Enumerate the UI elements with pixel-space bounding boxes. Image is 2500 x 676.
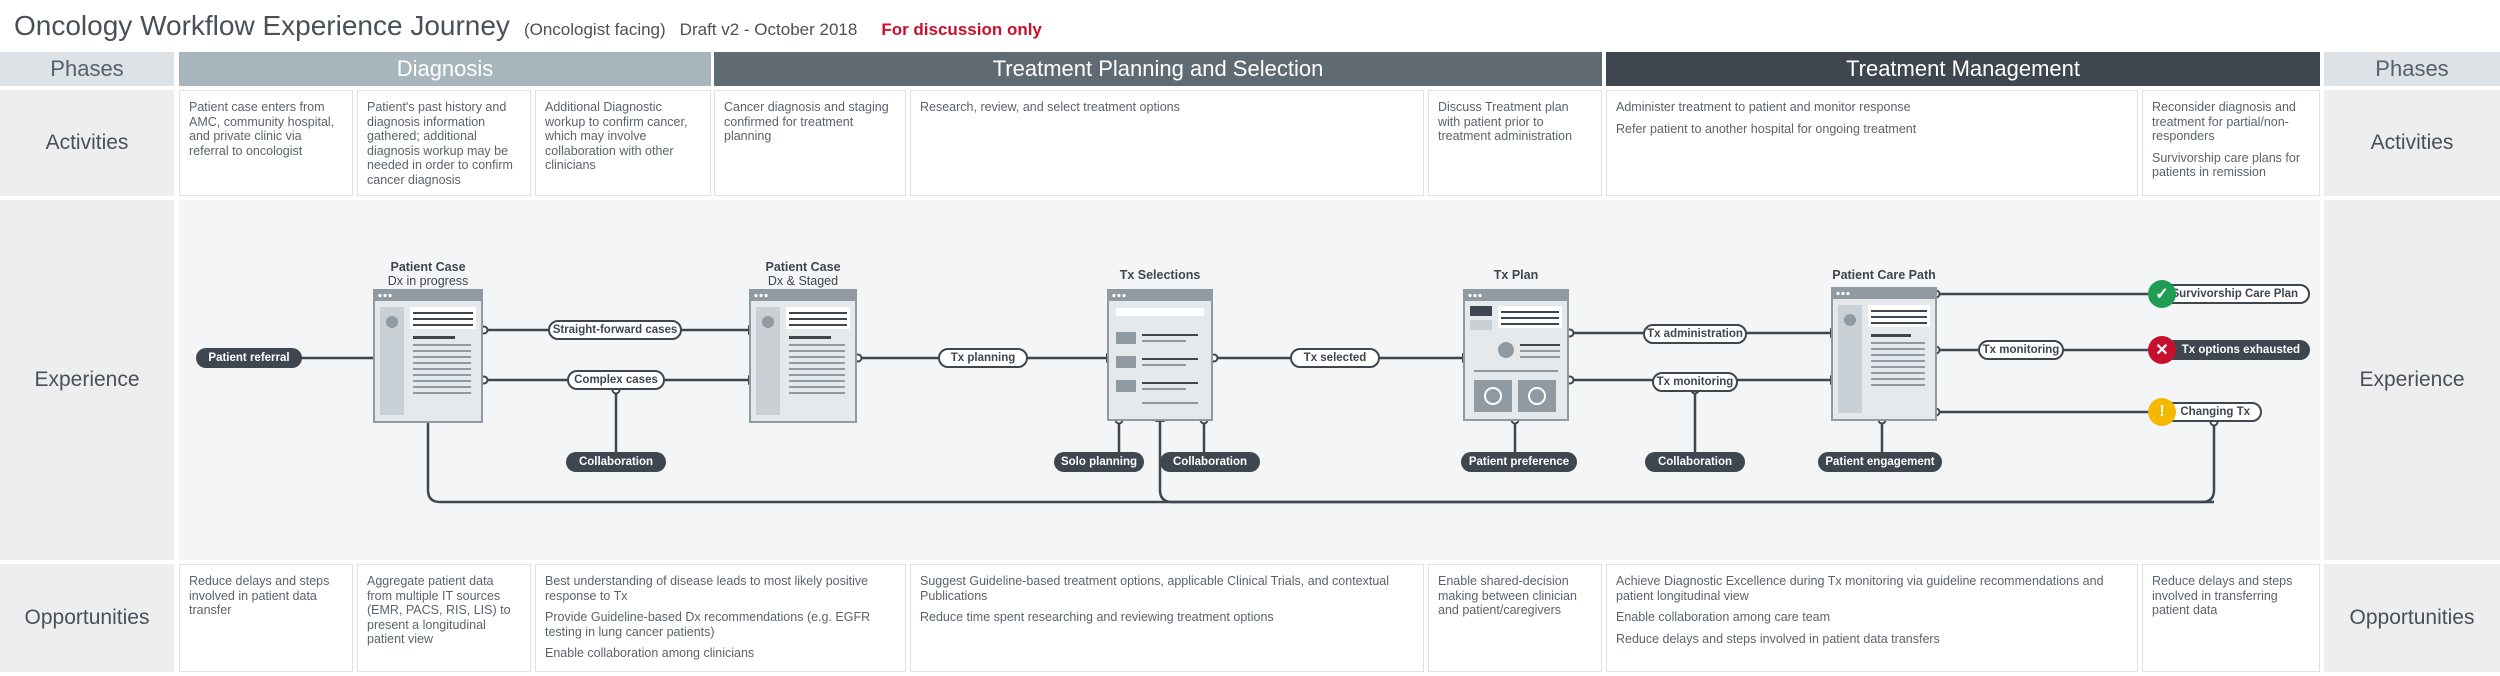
opportunity-text: Enable collaboration among clinicians bbox=[545, 646, 755, 660]
opportunity-cell-1: Reduce delays and steps involved in pati… bbox=[179, 564, 353, 672]
outcome-changing-tx: Changing Tx bbox=[2160, 402, 2262, 422]
activity-cell-7: Administer treatment to patient and moni… bbox=[1606, 90, 2138, 196]
node-title-text: Patient Case bbox=[390, 260, 466, 274]
activity-text: Patient's past history and diagnosis inf… bbox=[367, 100, 513, 187]
pill-tx-monitoring-2: Tx monitoring bbox=[1978, 340, 2064, 360]
activity-text: Research, review, and select treatment o… bbox=[920, 100, 1180, 114]
row-label-activities-right: Activities bbox=[2324, 90, 2500, 196]
row-label-experience-left: Experience bbox=[0, 200, 174, 560]
outcome-tx-options-exhausted: Tx options exhausted bbox=[2160, 340, 2310, 360]
node-title-tx-selections: Tx Selections bbox=[1100, 268, 1220, 282]
opportunity-text: Achieve Diagnostic Excellence during Tx … bbox=[1616, 574, 2104, 603]
opportunity-text: Reduce delays and steps involved in tran… bbox=[2152, 574, 2293, 617]
connector-loop-back-2 bbox=[1158, 422, 2214, 504]
node-title-text: Tx Selections bbox=[1119, 268, 1201, 282]
pill-collaboration-3: Collaboration bbox=[1645, 452, 1745, 472]
phase-treatment-planning: Treatment Planning and Selection bbox=[714, 52, 1602, 86]
pill-tx-selected: Tx selected bbox=[1290, 348, 1380, 368]
opportunity-cell-5: Enable shared-decision making between cl… bbox=[1428, 564, 1602, 672]
care-path-screen bbox=[1831, 287, 1937, 421]
tx-selections-screen bbox=[1107, 289, 1213, 421]
node-title-text: Tx Plan bbox=[1493, 268, 1539, 282]
page-title-row: Oncology Workflow Experience Journey (On… bbox=[14, 10, 1042, 48]
pill-patient-engagement: Patient engagement bbox=[1818, 452, 1942, 472]
activity-cell-5: Research, review, and select treatment o… bbox=[910, 90, 1424, 196]
node-title-care-path: Patient Care Path bbox=[1820, 268, 1948, 282]
page-title: Oncology Workflow Experience Journey bbox=[14, 10, 510, 41]
opportunity-text: Aggregate patient data from multiple IT … bbox=[367, 574, 511, 646]
opportunity-text: Best understanding of disease leads to m… bbox=[545, 574, 869, 603]
opportunity-text: Reduce delays and steps involved in pati… bbox=[1616, 631, 1940, 646]
opportunity-cell-6: Achieve Diagnostic Excellence during Tx … bbox=[1606, 564, 2138, 672]
opportunity-text: Provide Guideline-based Dx recommendatio… bbox=[545, 610, 871, 639]
activity-text: Administer treatment to patient and moni… bbox=[1616, 100, 1911, 114]
opportunity-text: Reduce time spent researching and review… bbox=[920, 610, 1274, 624]
pill-tx-administration: Tx administration bbox=[1643, 324, 1747, 344]
pill-complex-cases: Complex cases bbox=[567, 370, 665, 390]
node-title-text: Patient Case bbox=[765, 260, 841, 274]
row-label-opportunities-right: Opportunities bbox=[2324, 564, 2500, 672]
warning-icon: ! bbox=[2148, 398, 2176, 426]
pill-collaboration-2: Collaboration bbox=[1160, 452, 1260, 472]
opportunity-text: Suggest Guideline-based treatment option… bbox=[920, 574, 1390, 603]
phases-label-left: Phases bbox=[0, 52, 174, 86]
check-icon: ✓ bbox=[2148, 280, 2176, 308]
phase-treatment-management: Treatment Management bbox=[1606, 52, 2320, 86]
activity-text: Additional Diagnostic workup to confirm … bbox=[545, 100, 688, 172]
discussion-flag: For discussion only bbox=[881, 20, 1042, 39]
row-label-experience-right: Experience bbox=[2324, 200, 2500, 560]
outcome-survivorship-care-plan: Survivorship Care Plan bbox=[2160, 284, 2310, 304]
opportunity-cell-2: Aggregate patient data from multiple IT … bbox=[357, 564, 531, 672]
activity-cell-6: Discuss Treatment plan with patient prio… bbox=[1428, 90, 1602, 196]
node-title-tx-plan: Tx Plan bbox=[1456, 268, 1576, 282]
close-icon: ✕ bbox=[2148, 336, 2176, 364]
opportunity-text: Enable shared-decision making between cl… bbox=[1438, 574, 1577, 617]
activity-cell-8: Reconsider diagnosis and treatment for p… bbox=[2142, 90, 2320, 196]
draft-label: Draft v2 - October 2018 bbox=[679, 20, 858, 39]
pill-tx-planning: Tx planning bbox=[938, 348, 1028, 368]
phase-diagnosis: Diagnosis bbox=[179, 52, 711, 86]
opportunity-text: Reduce delays and steps involved in pati… bbox=[189, 574, 330, 617]
pill-straight-forward-cases: Straight-forward cases bbox=[548, 320, 682, 340]
opportunity-cell-3: Best understanding of disease leads to m… bbox=[535, 564, 906, 672]
activity-text: Cancer diagnosis and staging confirmed f… bbox=[724, 100, 889, 143]
connector-loop-back-1 bbox=[426, 422, 2216, 504]
activity-text: Refer patient to another hospital for on… bbox=[1616, 121, 1917, 136]
node-title-text: Patient Care Path bbox=[1832, 268, 1936, 282]
pill-solo-planning: Solo planning bbox=[1054, 452, 1144, 472]
opportunity-cell-4: Suggest Guideline-based treatment option… bbox=[910, 564, 1424, 672]
activity-cell-1: Patient case enters from AMC, community … bbox=[179, 90, 353, 196]
activity-cell-2: Patient's past history and diagnosis inf… bbox=[357, 90, 531, 196]
activity-text: Survivorship care plans for patients in … bbox=[2152, 150, 2300, 180]
node-subtitle-text: Dx & Staged bbox=[767, 274, 839, 288]
phases-label-right: Phases bbox=[2324, 52, 2500, 86]
row-label-activities-left: Activities bbox=[0, 90, 174, 196]
pill-patient-preference: Patient preference bbox=[1461, 452, 1577, 472]
opportunity-cell-7: Reduce delays and steps involved in tran… bbox=[2142, 564, 2320, 672]
activity-text: Patient case enters from AMC, community … bbox=[189, 100, 335, 158]
node-subtitle-text: Dx in progress bbox=[387, 274, 469, 288]
patient-case-screen-1 bbox=[373, 289, 483, 423]
opportunity-text: Enable collaboration among care team bbox=[1616, 610, 1831, 624]
patient-case-screen-2 bbox=[749, 289, 857, 423]
activity-cell-3: Additional Diagnostic workup to confirm … bbox=[535, 90, 711, 196]
pill-tx-monitoring-1: Tx monitoring bbox=[1652, 372, 1738, 392]
activity-text: Reconsider diagnosis and treatment for p… bbox=[2152, 100, 2296, 143]
row-label-opportunities-left: Opportunities bbox=[0, 564, 174, 672]
tx-plan-screen bbox=[1463, 289, 1569, 421]
pill-patient-referral: Patient referral bbox=[196, 348, 302, 368]
activity-cell-4: Cancer diagnosis and staging confirmed f… bbox=[714, 90, 906, 196]
activity-text: Discuss Treatment plan with patient prio… bbox=[1438, 100, 1573, 143]
page-subtitle: (Oncologist facing) bbox=[523, 20, 666, 39]
pill-collaboration-1: Collaboration bbox=[566, 452, 666, 472]
